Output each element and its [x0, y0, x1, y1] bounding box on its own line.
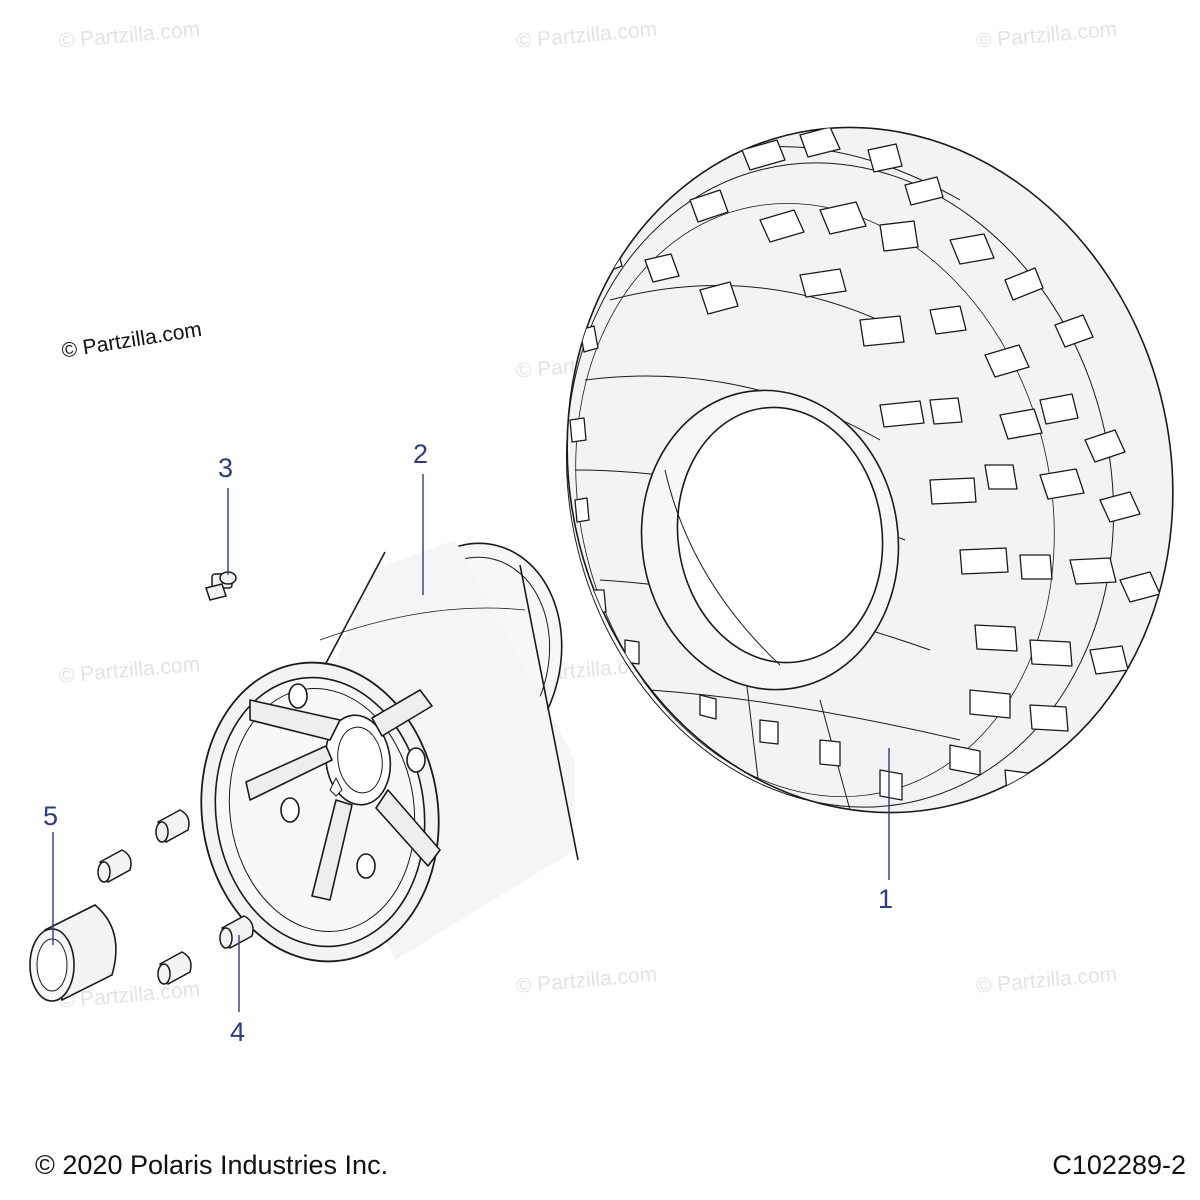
callout-5: 5: [43, 801, 58, 831]
callout-4: 4: [230, 1017, 245, 1047]
tire: [565, 104, 1174, 814]
figure-code: C102289-2: [1052, 1150, 1186, 1180]
valve-stem: [205, 571, 237, 601]
lug-nut: [219, 915, 254, 950]
lug-nuts: [97, 809, 254, 986]
copyright-text: © 2020 Polaris Industries Inc.: [35, 1150, 389, 1180]
callout-1: 1: [878, 884, 893, 914]
lug-nut: [157, 951, 192, 986]
lug-nut: [155, 809, 190, 844]
callout-2: 2: [413, 439, 428, 469]
wheel-cap: [29, 904, 117, 1002]
lug-nut: [97, 849, 132, 884]
callout-3: 3: [218, 453, 233, 483]
wheel: [200, 540, 579, 963]
callout-leaders: [52, 474, 890, 1012]
